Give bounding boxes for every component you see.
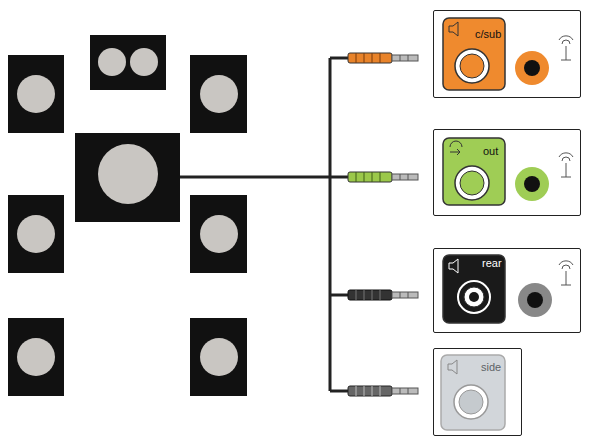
jack-panel-side: [441, 355, 505, 430]
plug-orange: [348, 53, 418, 63]
jack-panel-csub: [443, 18, 573, 90]
cable: [180, 58, 350, 391]
jack-label: rear: [482, 257, 502, 270]
speaker-set: [8, 35, 247, 396]
jack-panel: out: [433, 129, 581, 216]
jack-label: out: [483, 145, 498, 158]
jack-label: c/sub: [475, 28, 501, 41]
plug-grey: [348, 386, 418, 396]
jack-panel: rear: [433, 248, 581, 333]
jack-panel-out: [443, 138, 573, 205]
plug-green: [348, 172, 418, 182]
plug-black: [348, 290, 418, 300]
jack-panel: side: [433, 348, 522, 436]
jack-panel: c/sub: [433, 10, 581, 98]
jack-panel-rear: [443, 255, 573, 323]
jack-label: side: [481, 361, 501, 374]
